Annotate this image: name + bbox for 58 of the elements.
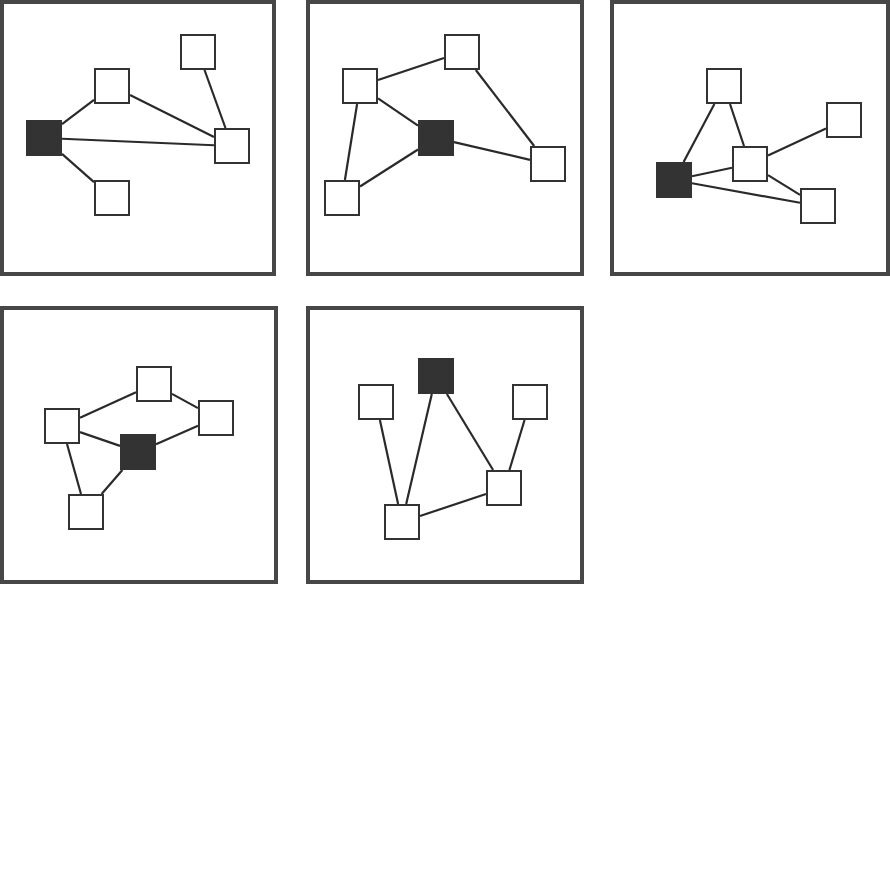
connector-line bbox=[377, 56, 445, 82]
connector-line bbox=[79, 431, 121, 447]
node-square bbox=[384, 504, 420, 540]
connector-line bbox=[61, 137, 215, 147]
network-panel bbox=[610, 0, 890, 276]
node-square bbox=[214, 128, 250, 164]
connector-line bbox=[446, 393, 494, 471]
connector-line bbox=[419, 492, 487, 518]
node-square bbox=[136, 366, 172, 402]
connector-line bbox=[203, 69, 227, 129]
node-square bbox=[180, 34, 216, 70]
connector-line bbox=[691, 166, 733, 178]
node-square bbox=[68, 494, 104, 530]
connector-line bbox=[65, 443, 83, 495]
node-square bbox=[44, 408, 80, 444]
node-square bbox=[198, 400, 234, 436]
node-square bbox=[94, 180, 130, 216]
connector-line bbox=[129, 94, 215, 138]
connector-line bbox=[61, 153, 95, 183]
connector-line bbox=[508, 419, 526, 471]
connector-line bbox=[343, 103, 359, 181]
node-square bbox=[94, 68, 130, 104]
connector-line bbox=[474, 69, 536, 147]
connector-line bbox=[100, 469, 124, 495]
connector-line bbox=[377, 97, 419, 127]
node-square bbox=[706, 68, 742, 104]
node-square bbox=[444, 34, 480, 70]
connector-line bbox=[691, 182, 801, 204]
node-square bbox=[530, 146, 566, 182]
node-square bbox=[800, 188, 836, 224]
filled-node-square bbox=[26, 120, 62, 156]
connector-line bbox=[405, 393, 433, 505]
node-square bbox=[826, 102, 862, 138]
connector-line bbox=[378, 419, 400, 505]
network-panel bbox=[306, 0, 584, 276]
filled-node-square bbox=[656, 162, 692, 198]
connector-line bbox=[682, 103, 716, 163]
connector-line bbox=[79, 391, 137, 419]
network-panel bbox=[0, 0, 276, 276]
network-panel bbox=[306, 306, 584, 584]
node-square bbox=[732, 146, 768, 182]
node-square bbox=[358, 384, 394, 420]
connector-line bbox=[767, 174, 801, 196]
node-square bbox=[324, 180, 360, 216]
node-square bbox=[486, 470, 522, 506]
connector-line bbox=[453, 141, 531, 161]
connector-line bbox=[359, 148, 419, 188]
connector-line bbox=[155, 424, 199, 446]
filled-node-square bbox=[120, 434, 156, 470]
connector-line bbox=[171, 392, 199, 410]
filled-node-square bbox=[418, 358, 454, 394]
connector-line bbox=[728, 103, 746, 147]
connector-line bbox=[767, 127, 827, 157]
node-square bbox=[512, 384, 548, 420]
node-square bbox=[342, 68, 378, 104]
filled-node-square bbox=[418, 120, 454, 156]
connector-line bbox=[61, 98, 95, 126]
network-panel bbox=[0, 306, 278, 584]
